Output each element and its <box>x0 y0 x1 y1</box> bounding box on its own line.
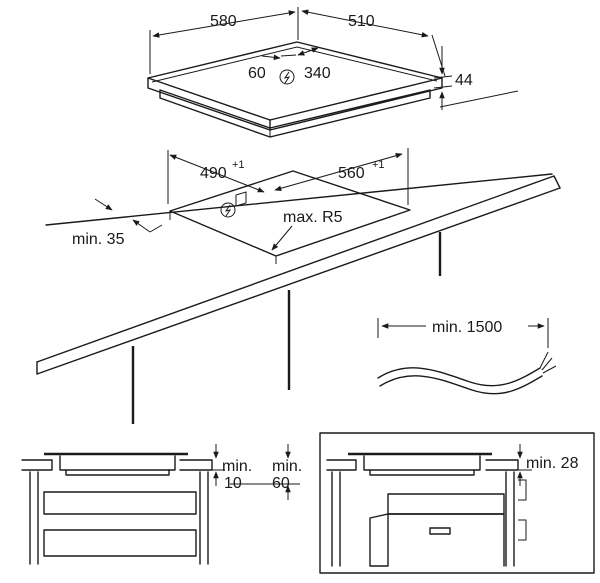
power-icon <box>279 69 295 85</box>
worktop <box>36 170 561 424</box>
clearance-b-label: min. <box>272 458 302 475</box>
cutout-width-tolerance: +1 <box>232 159 245 171</box>
hob-dimensions: 580 510 60 340 44 <box>149 7 473 110</box>
power-cable: min. 1500 <box>377 318 557 395</box>
hob-width-label: 580 <box>210 13 237 30</box>
cable-left-label: 60 <box>248 65 266 82</box>
section-view-left: min. 10 min. 60 <box>21 444 302 565</box>
radius-label: max. R5 <box>283 209 343 226</box>
edge-distance-label: min. 35 <box>72 231 125 248</box>
cable-right-label: 340 <box>304 65 331 82</box>
cutout-power-icon <box>220 202 236 218</box>
clearance-label: min. 28 <box>526 455 579 472</box>
cutout-dimensions: 490 +1 560 +1 max. R5 min. 35 <box>72 148 409 251</box>
hob-depth-label: 510 <box>348 13 375 30</box>
section-right-frame <box>319 432 595 574</box>
hob-perspective <box>147 41 519 138</box>
clearance-b-value: 60 <box>272 475 290 492</box>
cable-length-label: min. 1500 <box>432 319 502 336</box>
clearance-a-value: 10 <box>224 475 242 492</box>
hob-height-label: 44 <box>455 72 473 89</box>
section-view-right: min. 28 <box>319 432 595 574</box>
cutout-depth-label: 560 <box>338 165 365 182</box>
cutout-width-label: 490 <box>200 165 227 182</box>
cutout-depth-tolerance: +1 <box>372 159 385 171</box>
clearance-a-label: min. <box>222 458 252 475</box>
